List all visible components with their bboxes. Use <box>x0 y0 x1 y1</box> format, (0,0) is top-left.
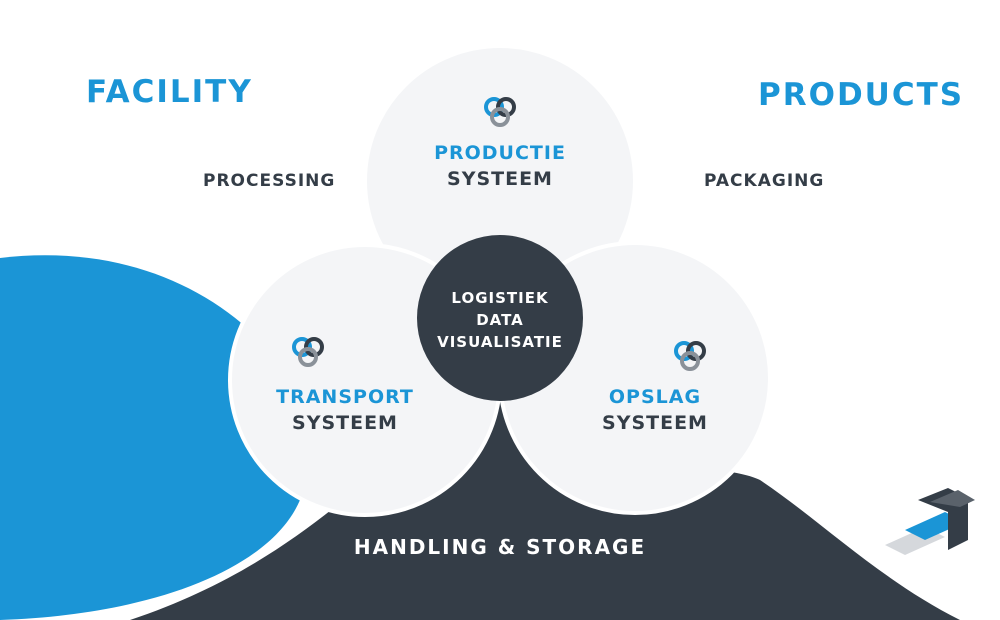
productie-title: PRODUCTIE <box>434 142 566 164</box>
center-node <box>417 235 583 401</box>
linked-rings-icon-productie <box>484 97 516 127</box>
blue-wave <box>0 255 308 620</box>
center-line-1: LOGISTIEK <box>451 289 549 307</box>
handling-storage-label: HANDLING & STORAGE <box>353 535 647 559</box>
linked-rings-icon-opslag <box>674 341 706 371</box>
dark-mountain <box>130 400 960 620</box>
processing-label: PROCESSING <box>203 171 336 191</box>
opslag-title: OPSLAG <box>608 386 702 408</box>
facility-label: FACILITY <box>86 74 253 110</box>
packaging-label: PACKAGING <box>704 171 825 191</box>
isometric-stairs-logo <box>885 488 975 555</box>
center-line-3: VISUALISATIE <box>437 333 563 351</box>
productie-subtitle: SYSTEEM <box>447 168 553 190</box>
productie-text: PRODUCTIE SYSTEEM <box>420 140 580 192</box>
transport-subtitle: SYSTEEM <box>292 412 398 434</box>
center-node-text: LOGISTIEK DATA VISUALISATIE <box>417 287 583 353</box>
linked-rings-icon-transport <box>292 337 324 367</box>
opslag-subtitle: SYSTEEM <box>602 412 708 434</box>
products-label: PRODUCTS <box>758 77 965 113</box>
center-line-2: DATA <box>476 311 524 329</box>
transport-title: TRANSPORT <box>276 386 414 408</box>
transport-text: TRANSPORT SYSTEEM <box>270 384 420 436</box>
opslag-text: OPSLAG SYSTEEM <box>585 384 725 436</box>
